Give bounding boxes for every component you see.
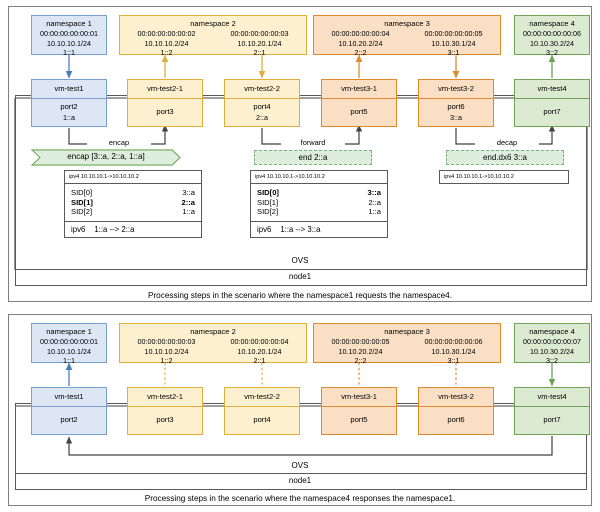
packet-table-1: ipv4 10.10.10.1->10.10.10.2 SID[0]3::a S… xyxy=(64,170,202,238)
bottom-scenario-panel: namespace 1 00:00:00:00:00:01 10.10.10.1… xyxy=(8,314,592,506)
vm-box-vm-test3-1[interactable]: vm-test3-1 port5 xyxy=(321,79,397,127)
node-label: node1 xyxy=(288,476,312,485)
chip-encap: encap [3::a, 2::a, 1::a] xyxy=(31,149,181,166)
vm-box-vm-test4[interactable]: vm-test4 port7 xyxy=(514,79,590,127)
namespace-box-2: namespace 2 00:00:00:00:00:02 10.10.10.2… xyxy=(119,15,307,57)
top-panel-caption: Processing steps in the scenario where t… xyxy=(147,291,453,300)
namespace-box-2: namespace 2 00:00:00:00:00:03 10.10.10.2… xyxy=(119,323,307,365)
ovs-container xyxy=(15,95,587,270)
action-label-forward: forward xyxy=(281,138,345,147)
namespace-box-1: namespace 1 00:00:00:00:00:01 10.10.10.1… xyxy=(31,15,107,57)
vm-box-vm-test3-1[interactable]: vm-test3-1 port5 xyxy=(321,387,397,435)
vm-box-vm-test4[interactable]: vm-test4 port7 xyxy=(514,387,590,435)
packet-table-2: ipv4 10.10.10.1->10.10.10.2 SID[0]3::a S… xyxy=(250,170,388,238)
node-container xyxy=(15,270,587,286)
namespace-box-1: namespace 1 00:00:00:00:00:01 10.10.10.1… xyxy=(31,323,107,365)
node-container xyxy=(15,474,587,490)
vm-box-vm-test1[interactable]: vm-test1 port2 xyxy=(31,387,107,435)
packet-table-3: ipv4 10.10.10.1->10.10.10.2 xyxy=(439,170,569,184)
chip-encap-outline xyxy=(31,149,181,166)
namespace-box-4: namespace 4 00:00:00:00:00:07 10.10.30.2… xyxy=(514,323,590,365)
vm-box-vm-test2-2[interactable]: vm-test2-2 port4 xyxy=(224,387,300,435)
namespace-box-3: namespace 3 00:00:00:00:00:05 10.10.20.2… xyxy=(313,323,501,365)
namespace-box-3: namespace 3 00:00:00:00:00:04 10.10.20.2… xyxy=(313,15,501,57)
vm-box-vm-test2-1[interactable]: vm-test2-1 port3 xyxy=(127,387,203,435)
node-label: node1 xyxy=(288,272,312,281)
top-scenario-panel: namespace 1 00:00:00:00:00:01 10.10.10.1… xyxy=(8,6,592,302)
bottom-panel-caption: Processing steps in the scenario where t… xyxy=(144,494,456,503)
vm-box-vm-test1[interactable]: vm-test1 port2 1::a xyxy=(31,79,107,127)
ovs-label: OVS xyxy=(291,461,309,470)
action-label-encap: encap xyxy=(87,138,151,147)
vm-box-vm-test2-1[interactable]: vm-test2-1 port3 xyxy=(127,79,203,127)
namespace-box-4: namespace 4 00:00:00:00:00:06 10.10.30.2… xyxy=(514,15,590,57)
vm-box-vm-test2-2[interactable]: vm-test2-2 port4 2::a xyxy=(224,79,300,127)
ovs-container xyxy=(15,403,587,474)
action-label-decap: decap xyxy=(475,138,539,147)
vm-box-vm-test3-2[interactable]: vm-test3-2 port6 3::a xyxy=(418,79,494,127)
chip-end: end 2::a xyxy=(254,150,372,165)
vm-box-vm-test3-2[interactable]: vm-test3-2 port6 xyxy=(418,387,494,435)
chip-end-dx6: end.dx6 3::a xyxy=(446,150,564,165)
ovs-label: OVS xyxy=(291,256,309,265)
